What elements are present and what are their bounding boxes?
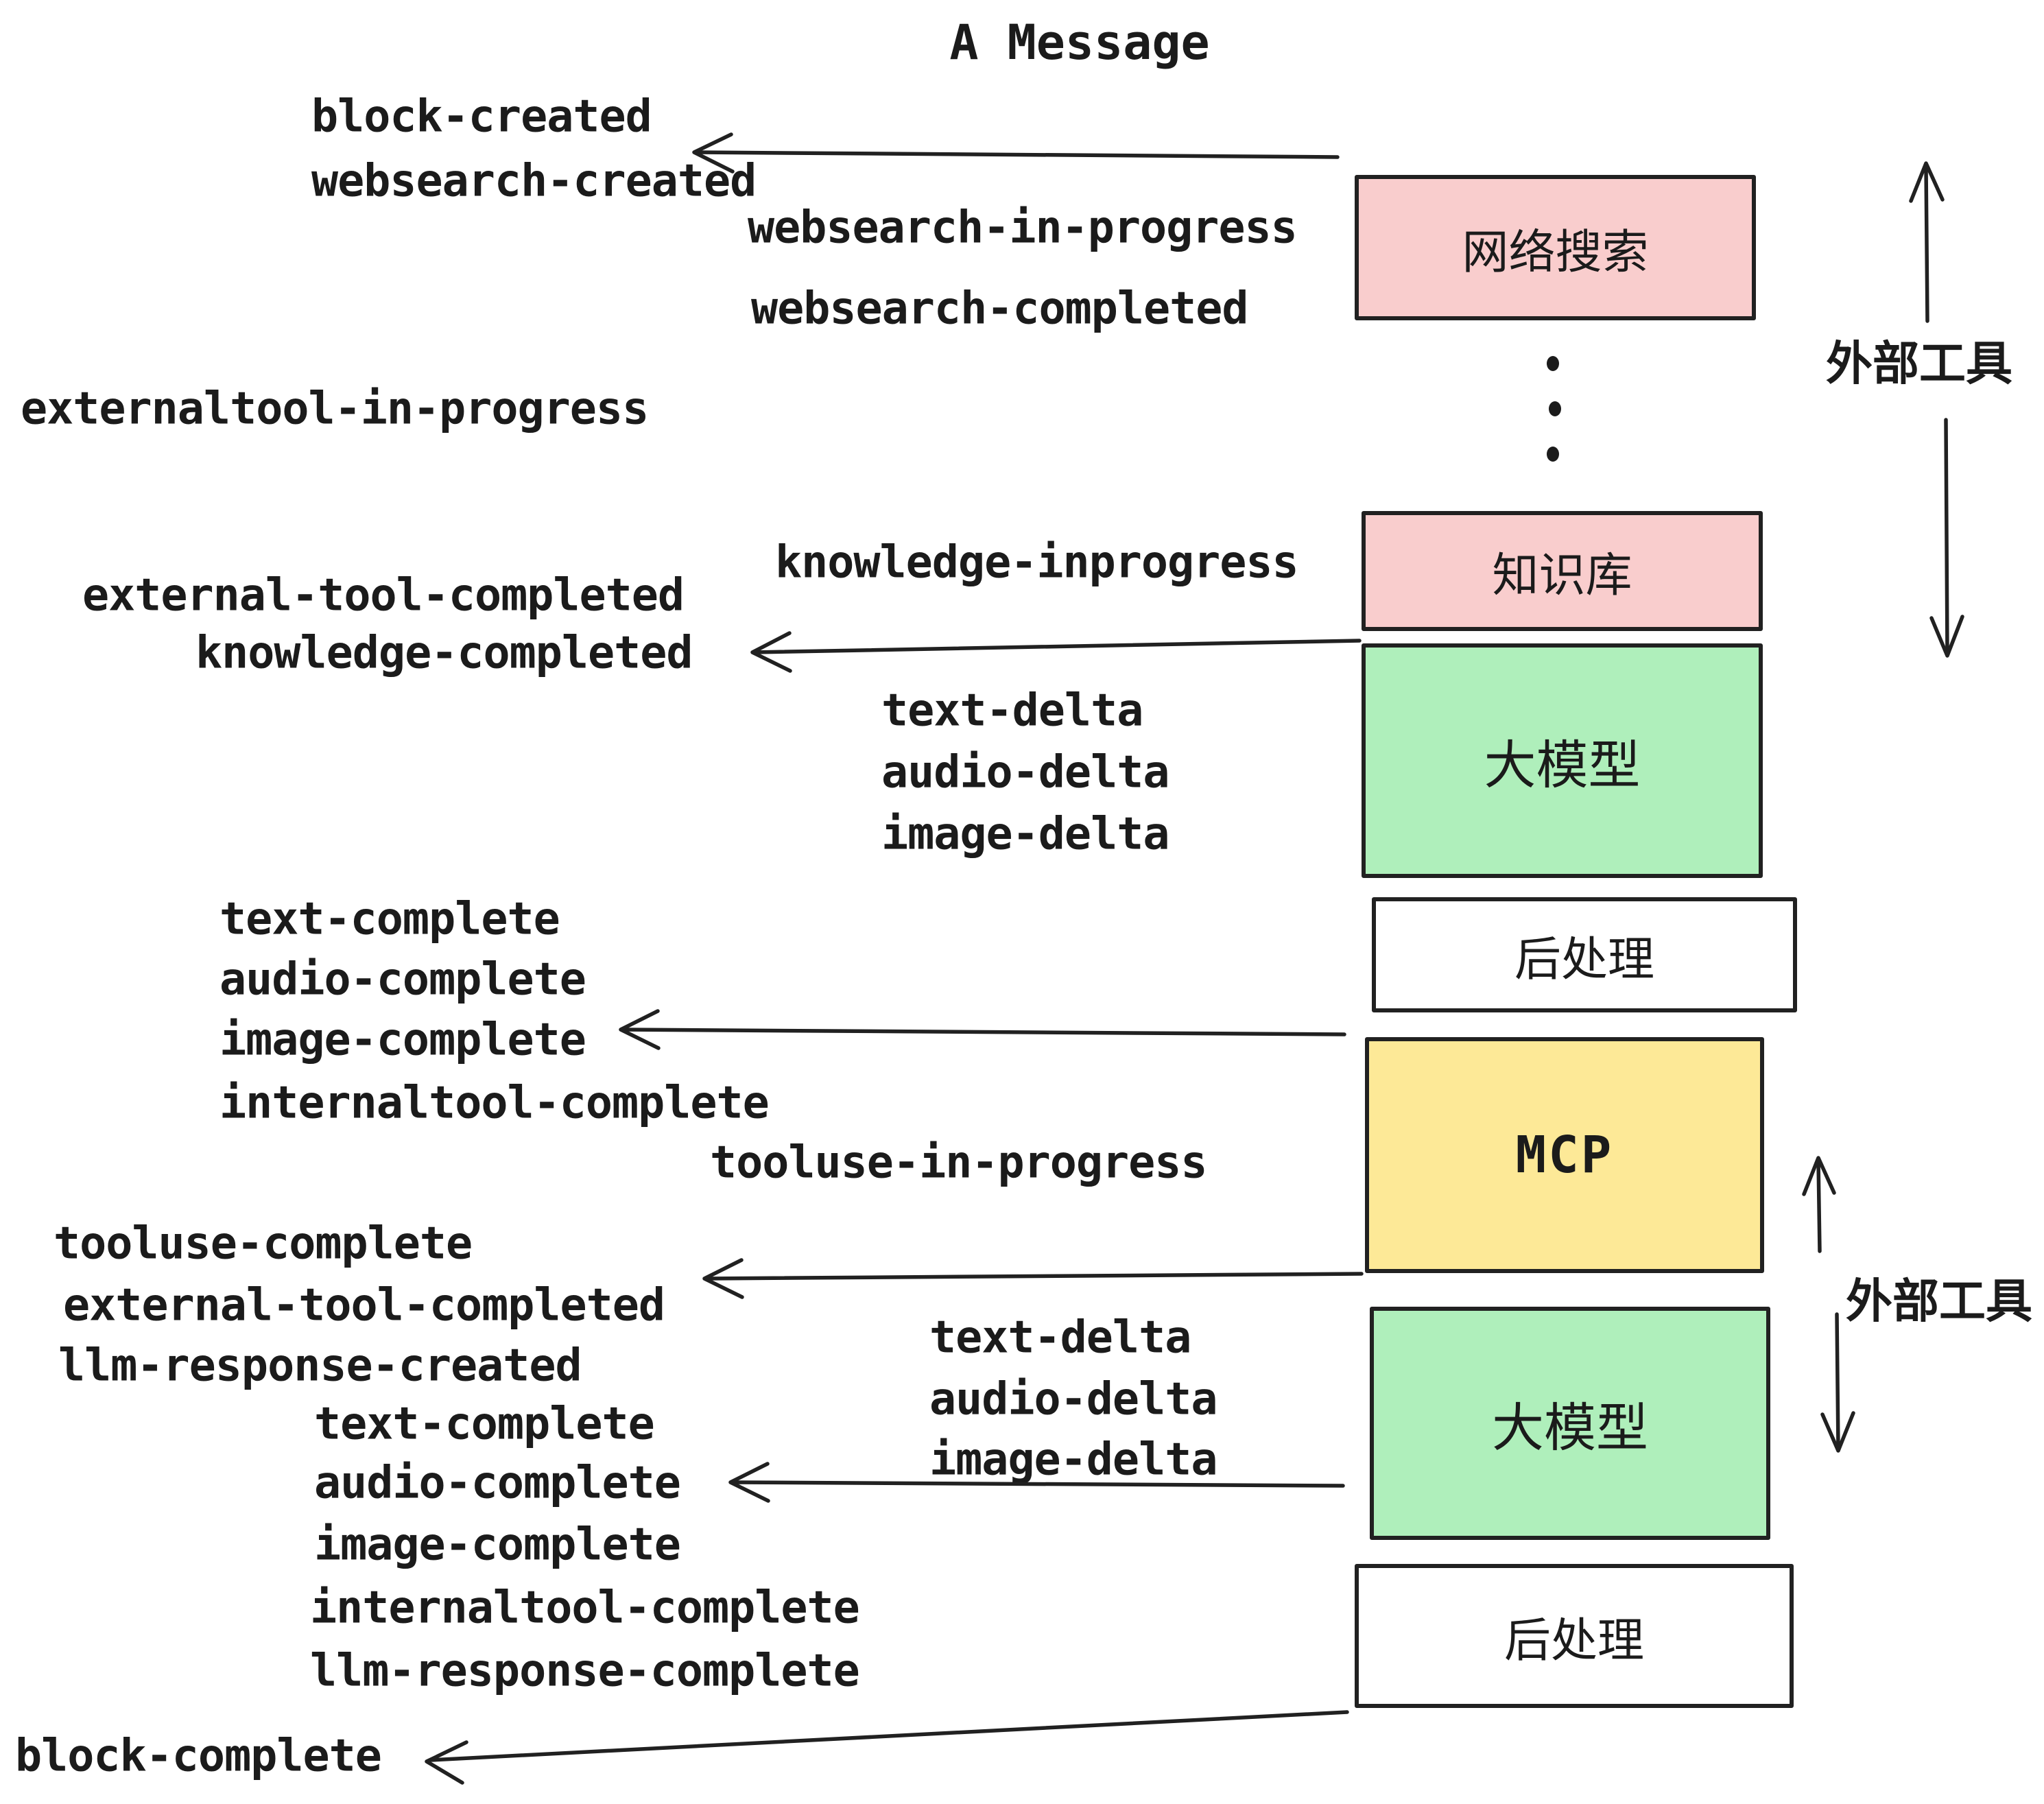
- arrow-left-knowledge-completed-icon: [750, 631, 1362, 673]
- arrow-down-external-tool-mcp-icon: [1820, 1312, 1855, 1453]
- box-websearch-label: 网络搜索: [1462, 225, 1649, 280]
- event-external-tool-completed: external-tool-completed: [82, 569, 685, 621]
- event-knowledge-completed: knowledge-completed: [195, 627, 693, 679]
- arrow-left-internal-complete-icon: [619, 1009, 1346, 1050]
- box-mcp-label: MCP: [1515, 1126, 1614, 1185]
- event-text-delta-1: text-delta: [881, 685, 1143, 737]
- box-postprocess-1: 后处理: [1372, 897, 1797, 1012]
- event-internaltool-complete-2: internaltool-complete: [310, 1582, 860, 1634]
- event-llm-response-complete: llm-response-complete: [310, 1645, 860, 1697]
- arrow-left-block-complete-icon: [425, 1710, 1349, 1785]
- ellipsis-dots-icon: [1547, 356, 1561, 462]
- event-image-delta-1: image-delta: [881, 808, 1169, 860]
- arrow-up-external-tool-mcp-icon: [1802, 1156, 1836, 1253]
- event-audio-delta-1: audio-delta: [881, 746, 1169, 798]
- event-image-complete-2: image-complete: [314, 1519, 681, 1571]
- event-text-complete-2: text-complete: [314, 1398, 655, 1450]
- box-postprocess-1-label: 后处理: [1514, 932, 1654, 987]
- box-knowledge: 知识库: [1362, 511, 1763, 631]
- event-externaltool-in-progress: externaltool-in-progress: [21, 383, 649, 435]
- arrow-down-external-tool-top-icon: [1929, 418, 1964, 658]
- box-postprocess-2: 后处理: [1355, 1564, 1794, 1708]
- event-websearch-in-progress: websearch-in-progress: [748, 202, 1298, 254]
- arrow-up-external-tool-top-icon: [1909, 161, 1945, 323]
- event-block-created: block-created: [311, 91, 652, 143]
- event-image-complete-1: image-complete: [219, 1014, 586, 1066]
- event-audio-delta-2: audio-delta: [929, 1373, 1217, 1425]
- event-audio-complete-2: audio-complete: [314, 1457, 681, 1509]
- event-text-complete-1: text-complete: [219, 893, 560, 945]
- label-external-tool-top: 外部工具: [1825, 337, 2013, 392]
- box-llm-2: 大模型: [1370, 1307, 1770, 1540]
- event-knowledge-inprogress: knowledge-inprogress: [775, 536, 1299, 589]
- event-websearch-completed: websearch-completed: [751, 283, 1249, 335]
- box-llm-2-label: 大模型: [1492, 1397, 1648, 1458]
- event-text-delta-2: text-delta: [929, 1312, 1191, 1364]
- box-websearch: 网络搜索: [1355, 175, 1756, 320]
- label-external-tool-mcp: 外部工具: [1845, 1274, 2033, 1329]
- event-block-complete: block-complete: [15, 1730, 382, 1782]
- event-tooluse-in-progress: tooluse-in-progress: [710, 1137, 1208, 1189]
- box-knowledge-label: 知识库: [1492, 549, 1632, 603]
- event-llm-response-created: llm-response-created: [58, 1340, 582, 1392]
- event-internaltool-complete-1: internaltool-complete: [219, 1077, 770, 1129]
- event-websearch-created: websearch-created: [311, 155, 757, 207]
- event-tooluse-complete: tooluse-complete: [54, 1218, 473, 1270]
- arrow-left-tooluse-complete-icon: [702, 1258, 1364, 1299]
- box-llm-1: 大模型: [1362, 643, 1763, 878]
- box-postprocess-2-label: 后处理: [1504, 1613, 1644, 1668]
- box-llm-1-label: 大模型: [1484, 735, 1641, 796]
- arrow-left-websearch-events-icon: [692, 132, 1340, 174]
- page-title: A Message: [949, 14, 1210, 71]
- event-audio-complete-1: audio-complete: [219, 953, 586, 1006]
- event-image-delta-2: image-delta: [929, 1434, 1217, 1486]
- box-mcp: MCP: [1365, 1037, 1764, 1273]
- event-external-tool-completed-2: external-tool-completed: [63, 1279, 665, 1331]
